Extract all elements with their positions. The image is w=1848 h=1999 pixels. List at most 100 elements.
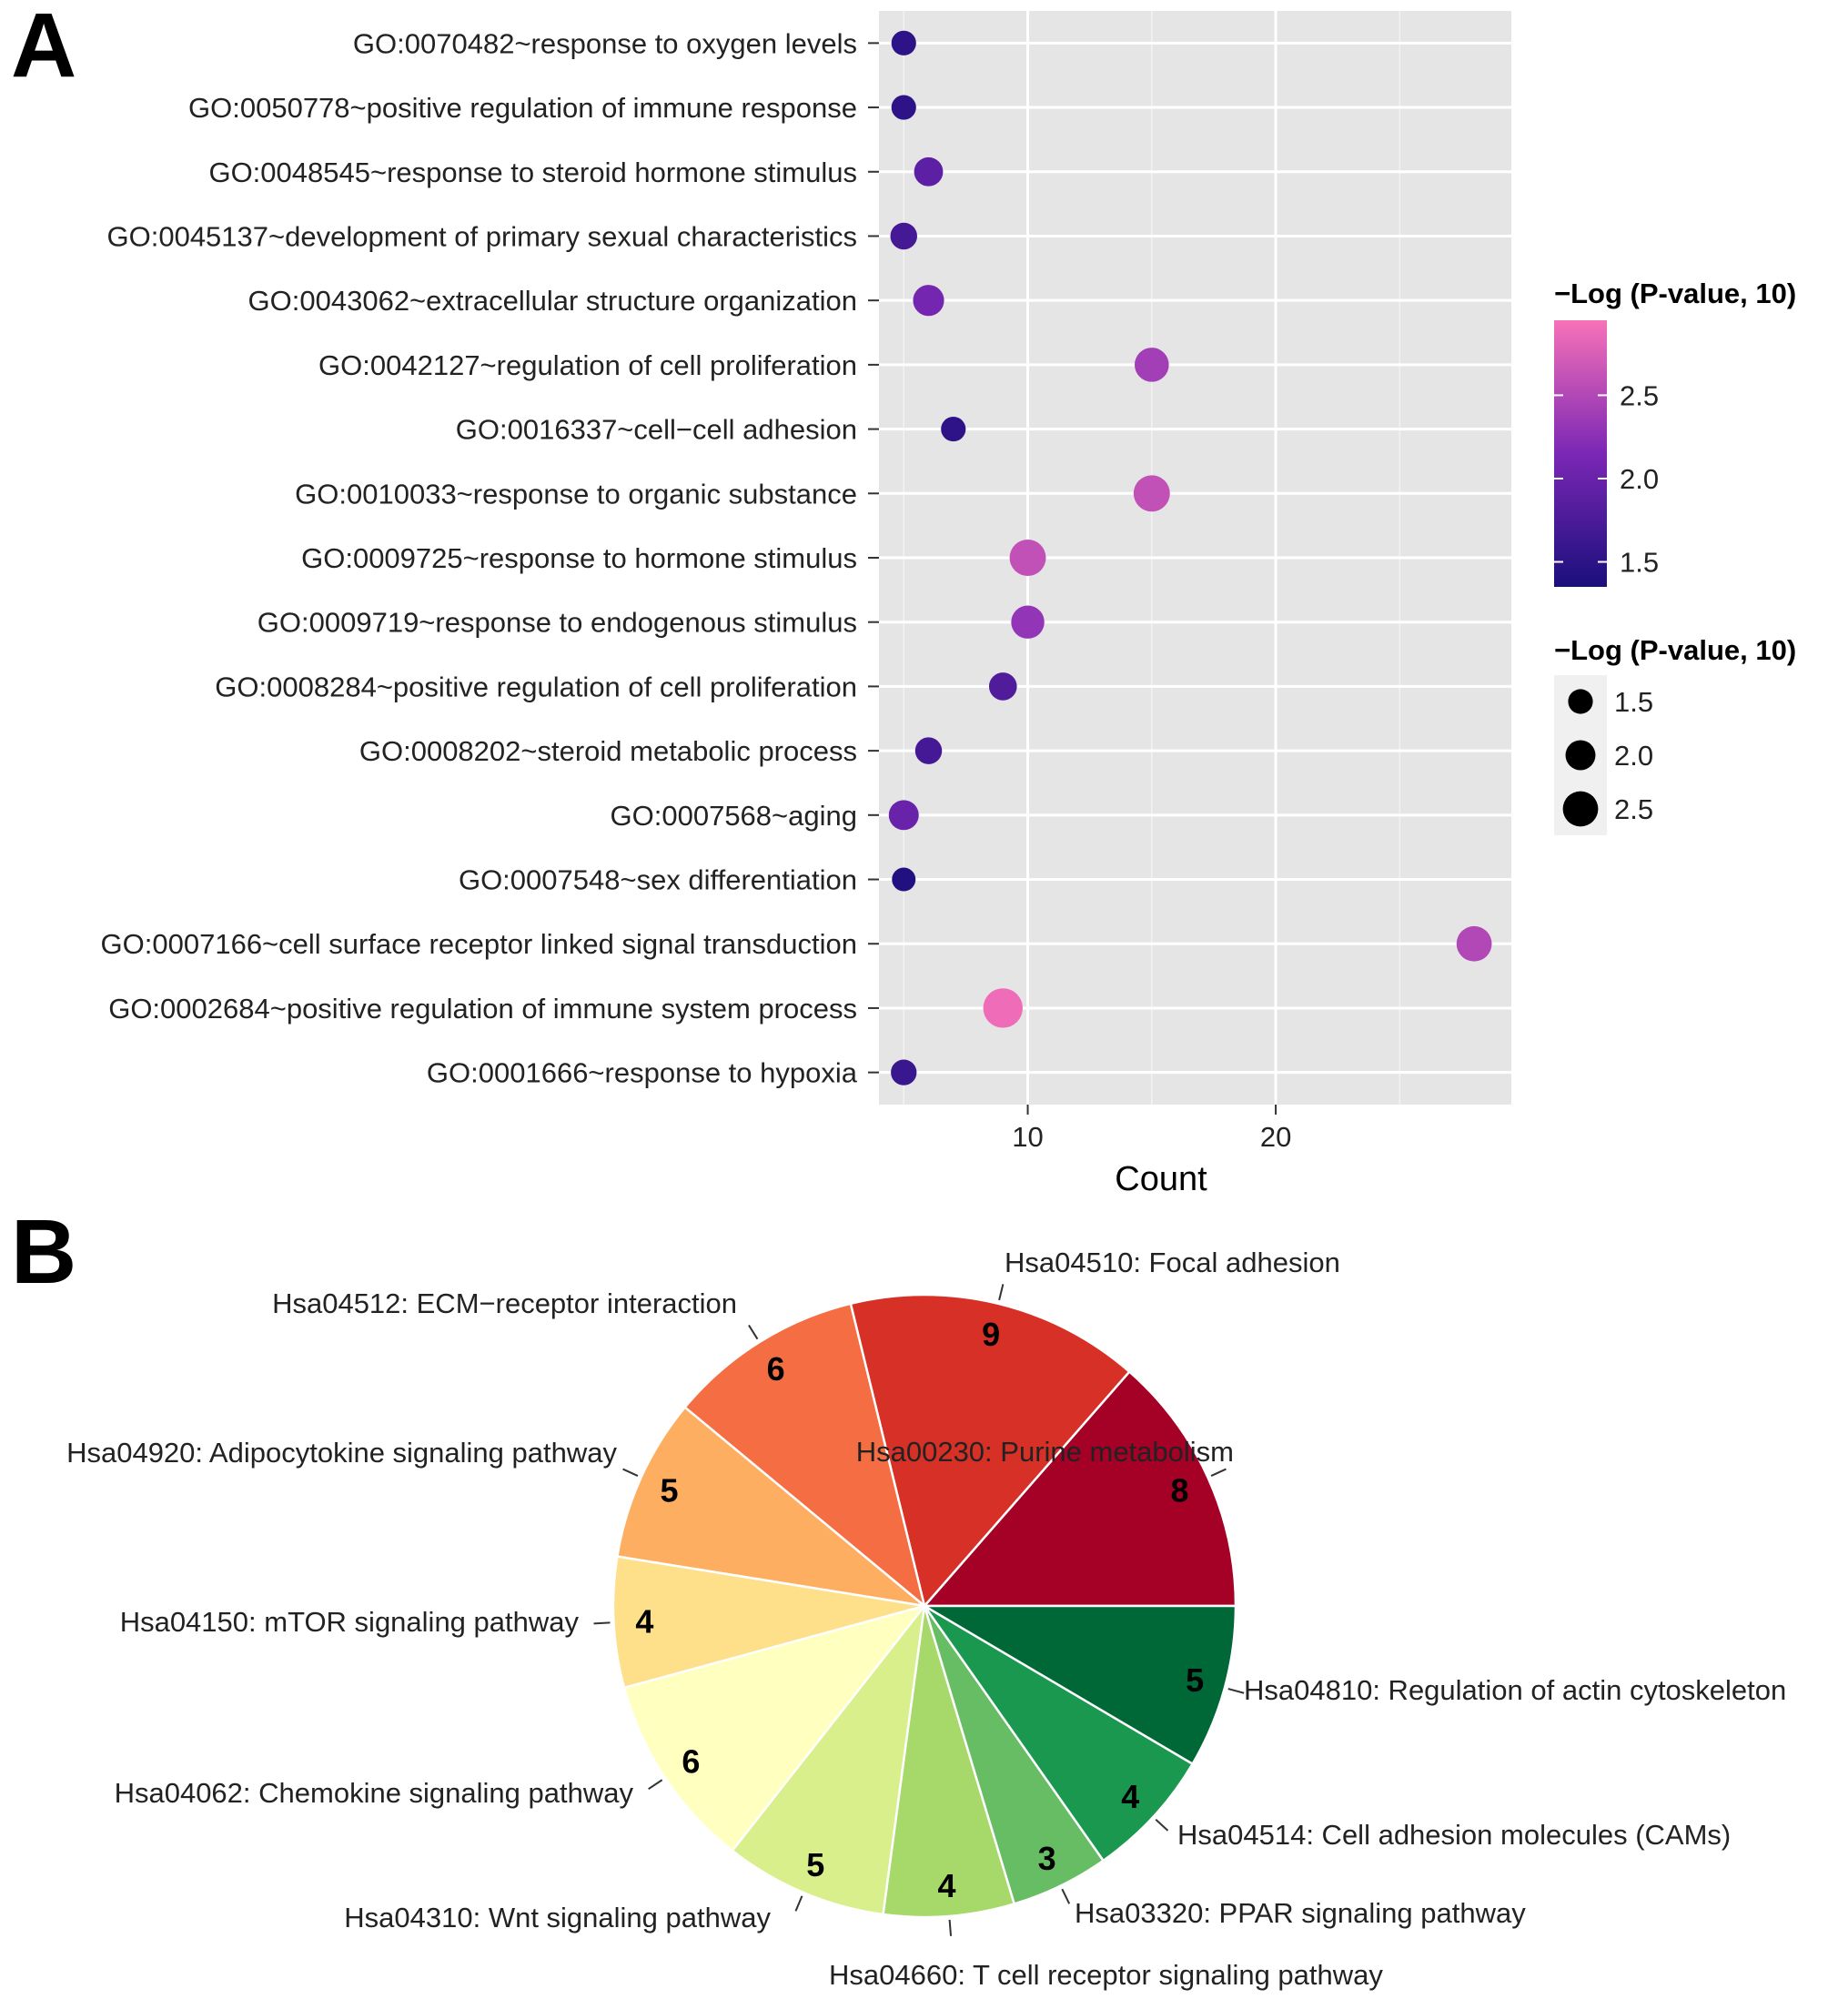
y-tick-label: GO:0007166~cell surface receptor linked … — [101, 928, 857, 960]
pie-slice — [731, 1601, 926, 1916]
data-point — [941, 417, 966, 442]
panel-label-b: B — [11, 1201, 76, 1303]
pie-value-label: 8 — [1170, 1472, 1188, 1509]
pie-slice — [923, 1604, 1195, 1863]
y-tick-label: GO:0001666~response to hypoxia — [427, 1057, 858, 1089]
pie-category-labels: Hsa00230: Purine metabolism Hsa04510: Foc… — [66, 1247, 1786, 1991]
pie-value-label: 5 — [1186, 1661, 1204, 1699]
pie-leader-line — [1061, 1888, 1071, 1904]
pie-value-label: 3 — [1038, 1840, 1056, 1877]
data-point — [913, 285, 944, 317]
y-tick-label: GO:0050778~positive regulation of immune… — [188, 92, 857, 124]
color-legend-title: −Log (P-value, 10) — [1554, 278, 1796, 309]
size-legend: −Log (P-value, 10) 1.5 2.0 2.5 — [1554, 634, 1796, 835]
pie-category-label: Hsa04062: Chemokine signaling pathway — [115, 1777, 634, 1809]
size-legend-keys: 1.5 2.0 2.5 — [1562, 686, 1653, 827]
pie-slice — [682, 1302, 927, 1610]
x-axis-title: Count — [1115, 1160, 1207, 1198]
panel-label-a: A — [11, 0, 76, 96]
pie-category-label: Hsa04310: Wnt signaling pathway — [344, 1902, 771, 1933]
pie-slice — [849, 1293, 1131, 1609]
pie-slice — [622, 1603, 928, 1853]
pie-leader-line — [593, 1621, 611, 1625]
pie-value-label: 9 — [982, 1316, 1000, 1353]
y-tick-label: GO:0048545~response to steroid hormone s… — [208, 156, 857, 188]
pie-slice — [922, 1369, 1237, 1608]
pie-leader-line — [748, 1324, 759, 1340]
data-point — [988, 672, 1017, 701]
data-point — [1133, 475, 1170, 512]
data-point — [914, 737, 943, 764]
y-tick-label: GO:0042127~regulation of cell proliferat… — [318, 349, 857, 381]
y-tick-label: GO:0009719~response to endogenous stimul… — [258, 607, 857, 639]
y-tick-label: GO:0007548~sex differentiation — [459, 864, 857, 896]
size-legend-title: −Log (P-value, 10) — [1554, 634, 1796, 666]
pie-category-label: Hsa04660: T cell receptor signaling path… — [829, 1959, 1383, 1991]
gridlines — [879, 11, 1511, 1105]
data-point — [1009, 540, 1046, 576]
color-legend: −Log (P-value, 10) 1.5 2.0 2.5 — [1554, 278, 1796, 587]
size-legend-key — [1562, 791, 1599, 827]
pie-leader-line — [998, 1284, 1005, 1301]
size-legend-key — [1568, 689, 1593, 714]
y-tick-label: GO:0008202~steroid metabolic process — [359, 735, 857, 767]
size-legend-label: 1.5 — [1614, 686, 1653, 718]
y-axis: GO:0070482~response to oxygen levelsGO:0… — [101, 27, 879, 1089]
pie-leader-line — [1210, 1468, 1227, 1477]
data-point — [891, 95, 916, 120]
data-point — [888, 800, 919, 831]
y-tick-label: GO:0007568~aging — [611, 800, 857, 832]
y-tick-label: GO:0016337~cell−cell adhesion — [456, 414, 857, 446]
color-bar-tick-label: 2.5 — [1620, 379, 1659, 411]
pie-leader-line — [648, 1779, 663, 1791]
data-point — [1456, 925, 1492, 962]
pie-category-label: Hsa04510: Focal adhesion — [1005, 1247, 1340, 1278]
pie-slice — [882, 1605, 1016, 1919]
size-legend-label: 2.0 — [1614, 740, 1653, 772]
color-bar-tick-label: 2.0 — [1620, 463, 1659, 495]
pie-leader-line — [794, 1895, 803, 1912]
data-point — [914, 156, 944, 187]
go-enrichment-dot-plot: GO:0070482~response to oxygen levelsGO:0… — [101, 11, 1796, 1198]
pie-slice — [611, 1555, 925, 1690]
data-point — [1011, 605, 1045, 639]
size-legend-label: 2.5 — [1614, 793, 1653, 825]
y-tick-label: GO:0043062~extracellular structure organ… — [248, 285, 857, 317]
pie-category-label: Hsa04514: Cell adhesion molecules (CAMs) — [1177, 1819, 1731, 1851]
pie-leader-line — [622, 1468, 639, 1477]
pie-slice — [920, 1604, 1237, 1766]
pie-value-label: 5 — [806, 1846, 824, 1883]
data-point — [891, 30, 916, 56]
pie-leader-line — [948, 1919, 953, 1936]
data-point — [1135, 348, 1169, 382]
y-tick-label: GO:0002684~positive regulation of immune… — [108, 993, 857, 1025]
data-point — [891, 1059, 917, 1085]
y-tick-label: GO:0009725~response to hormone stimulus — [301, 542, 857, 574]
x-tick-label: 10 — [1012, 1121, 1043, 1153]
color-bar-ticks: 1.5 2.0 2.5 — [1554, 379, 1659, 579]
pie-value-label: 4 — [938, 1867, 956, 1904]
data-point — [983, 988, 1023, 1028]
pie-value-label: 6 — [767, 1350, 785, 1388]
pie-leader-line — [1227, 1688, 1245, 1694]
pie-slices — [611, 1293, 1237, 1919]
color-bar-tick-label: 1.5 — [1620, 547, 1659, 579]
y-tick-label: GO:0070482~response to oxygen levels — [353, 27, 857, 59]
data-points — [888, 30, 1492, 1085]
pie-category-label: Hsa03320: PPAR signaling pathway — [1075, 1897, 1526, 1929]
y-tick-label: GO:0010033~response to organic substance — [295, 478, 857, 510]
data-point — [890, 222, 917, 250]
data-point — [892, 867, 916, 892]
pie-category-label: Hsa04150: mTOR signaling pathway — [120, 1606, 580, 1638]
pie-category-label: Hsa04920: Adipocytokine signaling pathwa… — [66, 1437, 617, 1469]
pie-category-label: Hsa00230: Purine metabolism — [856, 1436, 1234, 1468]
pie-value-label: 4 — [635, 1602, 653, 1640]
pie-value-label: 5 — [661, 1472, 679, 1509]
pie-leader-line — [1155, 1818, 1169, 1832]
pie-category-label: Hsa04810: Regulation of actin cytoskelet… — [1244, 1674, 1786, 1706]
pie-value-label: 6 — [682, 1742, 700, 1780]
